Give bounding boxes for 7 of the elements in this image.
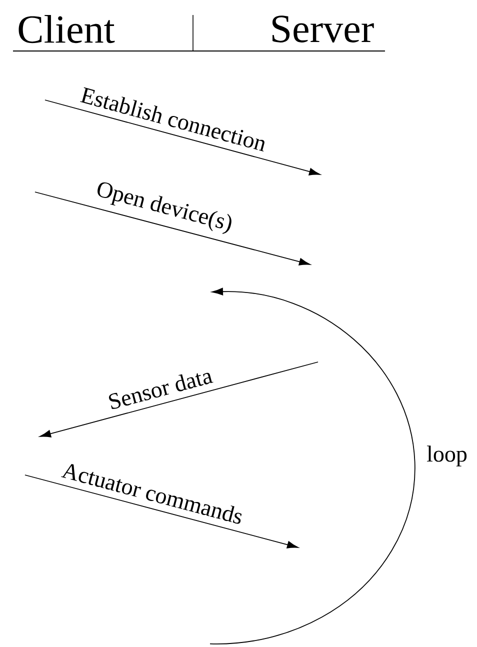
loop-label: loop: [427, 446, 467, 466]
message-label: Establish connection: [80, 87, 264, 152]
column-heading: Client: [18, 14, 115, 44]
message-label: Actuator commands: [61, 464, 242, 524]
message-label: Sensor data: [108, 372, 214, 409]
message-label: Open device(s): [98, 182, 232, 234]
column-heading: Server: [272, 16, 374, 42]
